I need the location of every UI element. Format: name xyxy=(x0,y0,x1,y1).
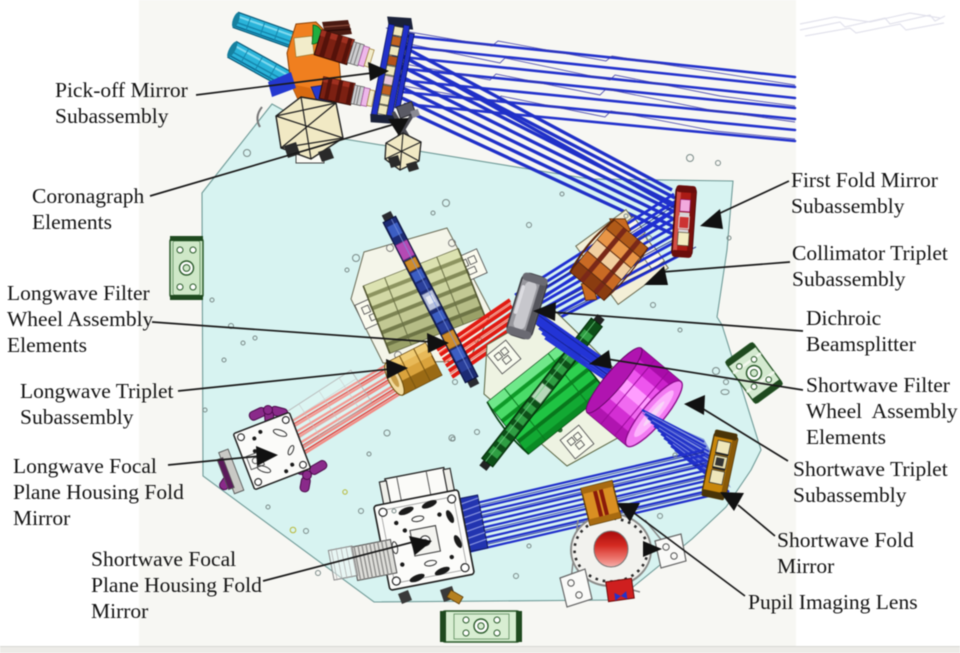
svg-text:Elements: Elements xyxy=(806,425,886,449)
svg-text:Wheel Assembly: Wheel Assembly xyxy=(7,307,154,331)
svg-text:Shortwave Focal: Shortwave Focal xyxy=(91,547,236,571)
svg-text:Plane Housing Fold: Plane Housing Fold xyxy=(13,480,184,504)
svg-text:Collimator Triplet: Collimator Triplet xyxy=(792,241,948,265)
svg-text:Plane Housing Fold: Plane Housing Fold xyxy=(91,573,262,597)
svg-text:Shortwave Triplet: Shortwave Triplet xyxy=(793,457,948,481)
svg-text:Subassembly: Subassembly xyxy=(792,267,906,291)
svg-text:Dichroic: Dichroic xyxy=(806,306,881,330)
svg-text:Longwave Focal: Longwave Focal xyxy=(13,454,157,478)
svg-text:Mirror: Mirror xyxy=(91,599,148,623)
svg-text:Longwave Triplet: Longwave Triplet xyxy=(20,379,174,403)
svg-text:Wheel Assembly: Wheel Assembly xyxy=(806,399,958,423)
svg-text:First Fold Mirror: First Fold Mirror xyxy=(791,168,938,192)
svg-text:Shortwave Filter: Shortwave Filter xyxy=(806,373,950,397)
svg-text:Subassembly: Subassembly xyxy=(55,104,169,128)
svg-text:Subassembly: Subassembly xyxy=(793,483,907,507)
svg-text:Elements: Elements xyxy=(32,210,112,234)
svg-text:Pick-off Mirror: Pick-off Mirror xyxy=(55,78,188,102)
svg-text:Subassembly: Subassembly xyxy=(20,405,134,429)
svg-text:Mirror: Mirror xyxy=(777,554,834,578)
svg-text:Coronagraph: Coronagraph xyxy=(32,184,144,208)
svg-text:Beamsplitter: Beamsplitter xyxy=(806,332,916,356)
svg-text:Longwave Filter: Longwave Filter xyxy=(7,281,150,305)
svg-text:Shortwave Fold: Shortwave Fold xyxy=(777,528,914,552)
svg-text:Subassembly: Subassembly xyxy=(791,194,905,218)
svg-text:Pupil Imaging Lens: Pupil Imaging Lens xyxy=(748,590,918,614)
svg-text:Elements: Elements xyxy=(7,333,87,357)
svg-text:Mirror: Mirror xyxy=(13,506,70,530)
